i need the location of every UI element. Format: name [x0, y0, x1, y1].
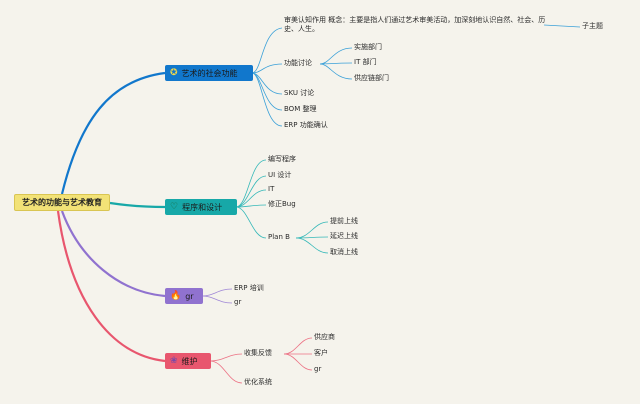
subtopic-erp-confirm[interactable]: ERP 功能确认 [284, 121, 328, 129]
topic-label: 艺术的社会功能 [181, 68, 238, 78]
topic-label: 维护 [181, 356, 198, 366]
heart-icon: ♡ [170, 201, 179, 212]
subtopic-early-launch[interactable]: 提前上线 [330, 217, 358, 225]
topic-program-design[interactable]: ♡ 程序和设计 [165, 199, 237, 215]
subtopic-bom[interactable]: BOM 整理 [284, 105, 317, 113]
topic-social-function[interactable]: ✪ 艺术的社会功能 [165, 65, 253, 81]
subtopic-it-dept[interactable]: IT 部门 [354, 58, 377, 66]
badge-icon: ✪ [170, 67, 178, 78]
subtopic-write-program[interactable]: 编写程序 [268, 155, 296, 163]
root-topic[interactable]: 艺术的功能与艺术教育 [14, 194, 110, 211]
subtopic-gr[interactable]: gr [234, 298, 242, 306]
subtopic-implementation-dept[interactable]: 实施部门 [354, 43, 382, 51]
connector-root-b0 [60, 71, 166, 195]
topic-label: gr [185, 291, 194, 301]
root-topic-label: 艺术的功能与艺术教育 [22, 198, 102, 207]
connector-root-b1 [109, 201, 166, 209]
subtopic-delay-launch[interactable]: 延迟上线 [330, 232, 358, 240]
subtopic-gr-feedback[interactable]: gr [314, 365, 322, 373]
topic-gr[interactable]: 🔥 gr [165, 288, 203, 304]
subtopic-plan-b[interactable]: Plan B [268, 233, 290, 241]
subtopic-optimize-system[interactable]: 优化系统 [244, 378, 272, 386]
subtopic-ui-design[interactable]: UI 设计 [268, 171, 292, 179]
flower-icon: ❀ [170, 355, 178, 366]
connector-root-b3 [56, 210, 166, 363]
subtopic-aesthetic-cognition[interactable]: 审美认知作用 概念：主要是指人们通过艺术审美活动，加深刻地认识自然、社会、历史、… [284, 16, 546, 33]
floating-subtopic[interactable]: 子主题 [582, 22, 603, 30]
subtopic-customer[interactable]: 客户 [314, 349, 328, 357]
topic-label: 程序和设计 [182, 202, 223, 212]
subtopic-it[interactable]: IT [268, 185, 275, 193]
connector-root-b2 [60, 210, 166, 298]
subtopic-fix-bug[interactable]: 修正Bug [268, 200, 296, 208]
topic-maintenance[interactable]: ❀ 维护 [165, 353, 211, 369]
subtopic-cancel-launch[interactable]: 取消上线 [330, 248, 358, 256]
subtopic-supply-chain-dept[interactable]: 供应链部门 [354, 74, 389, 82]
subtopic-erp-training[interactable]: ERP 培训 [234, 284, 264, 292]
subtopic-supplier[interactable]: 供应商 [314, 333, 335, 341]
subtopic-collect-feedback[interactable]: 收集反馈 [244, 349, 272, 357]
subtopic-function-discussion[interactable]: 功能讨论 [284, 59, 312, 67]
subtopic-sku-discussion[interactable]: SKU 讨论 [284, 89, 315, 97]
flame-icon: 🔥 [170, 290, 182, 301]
